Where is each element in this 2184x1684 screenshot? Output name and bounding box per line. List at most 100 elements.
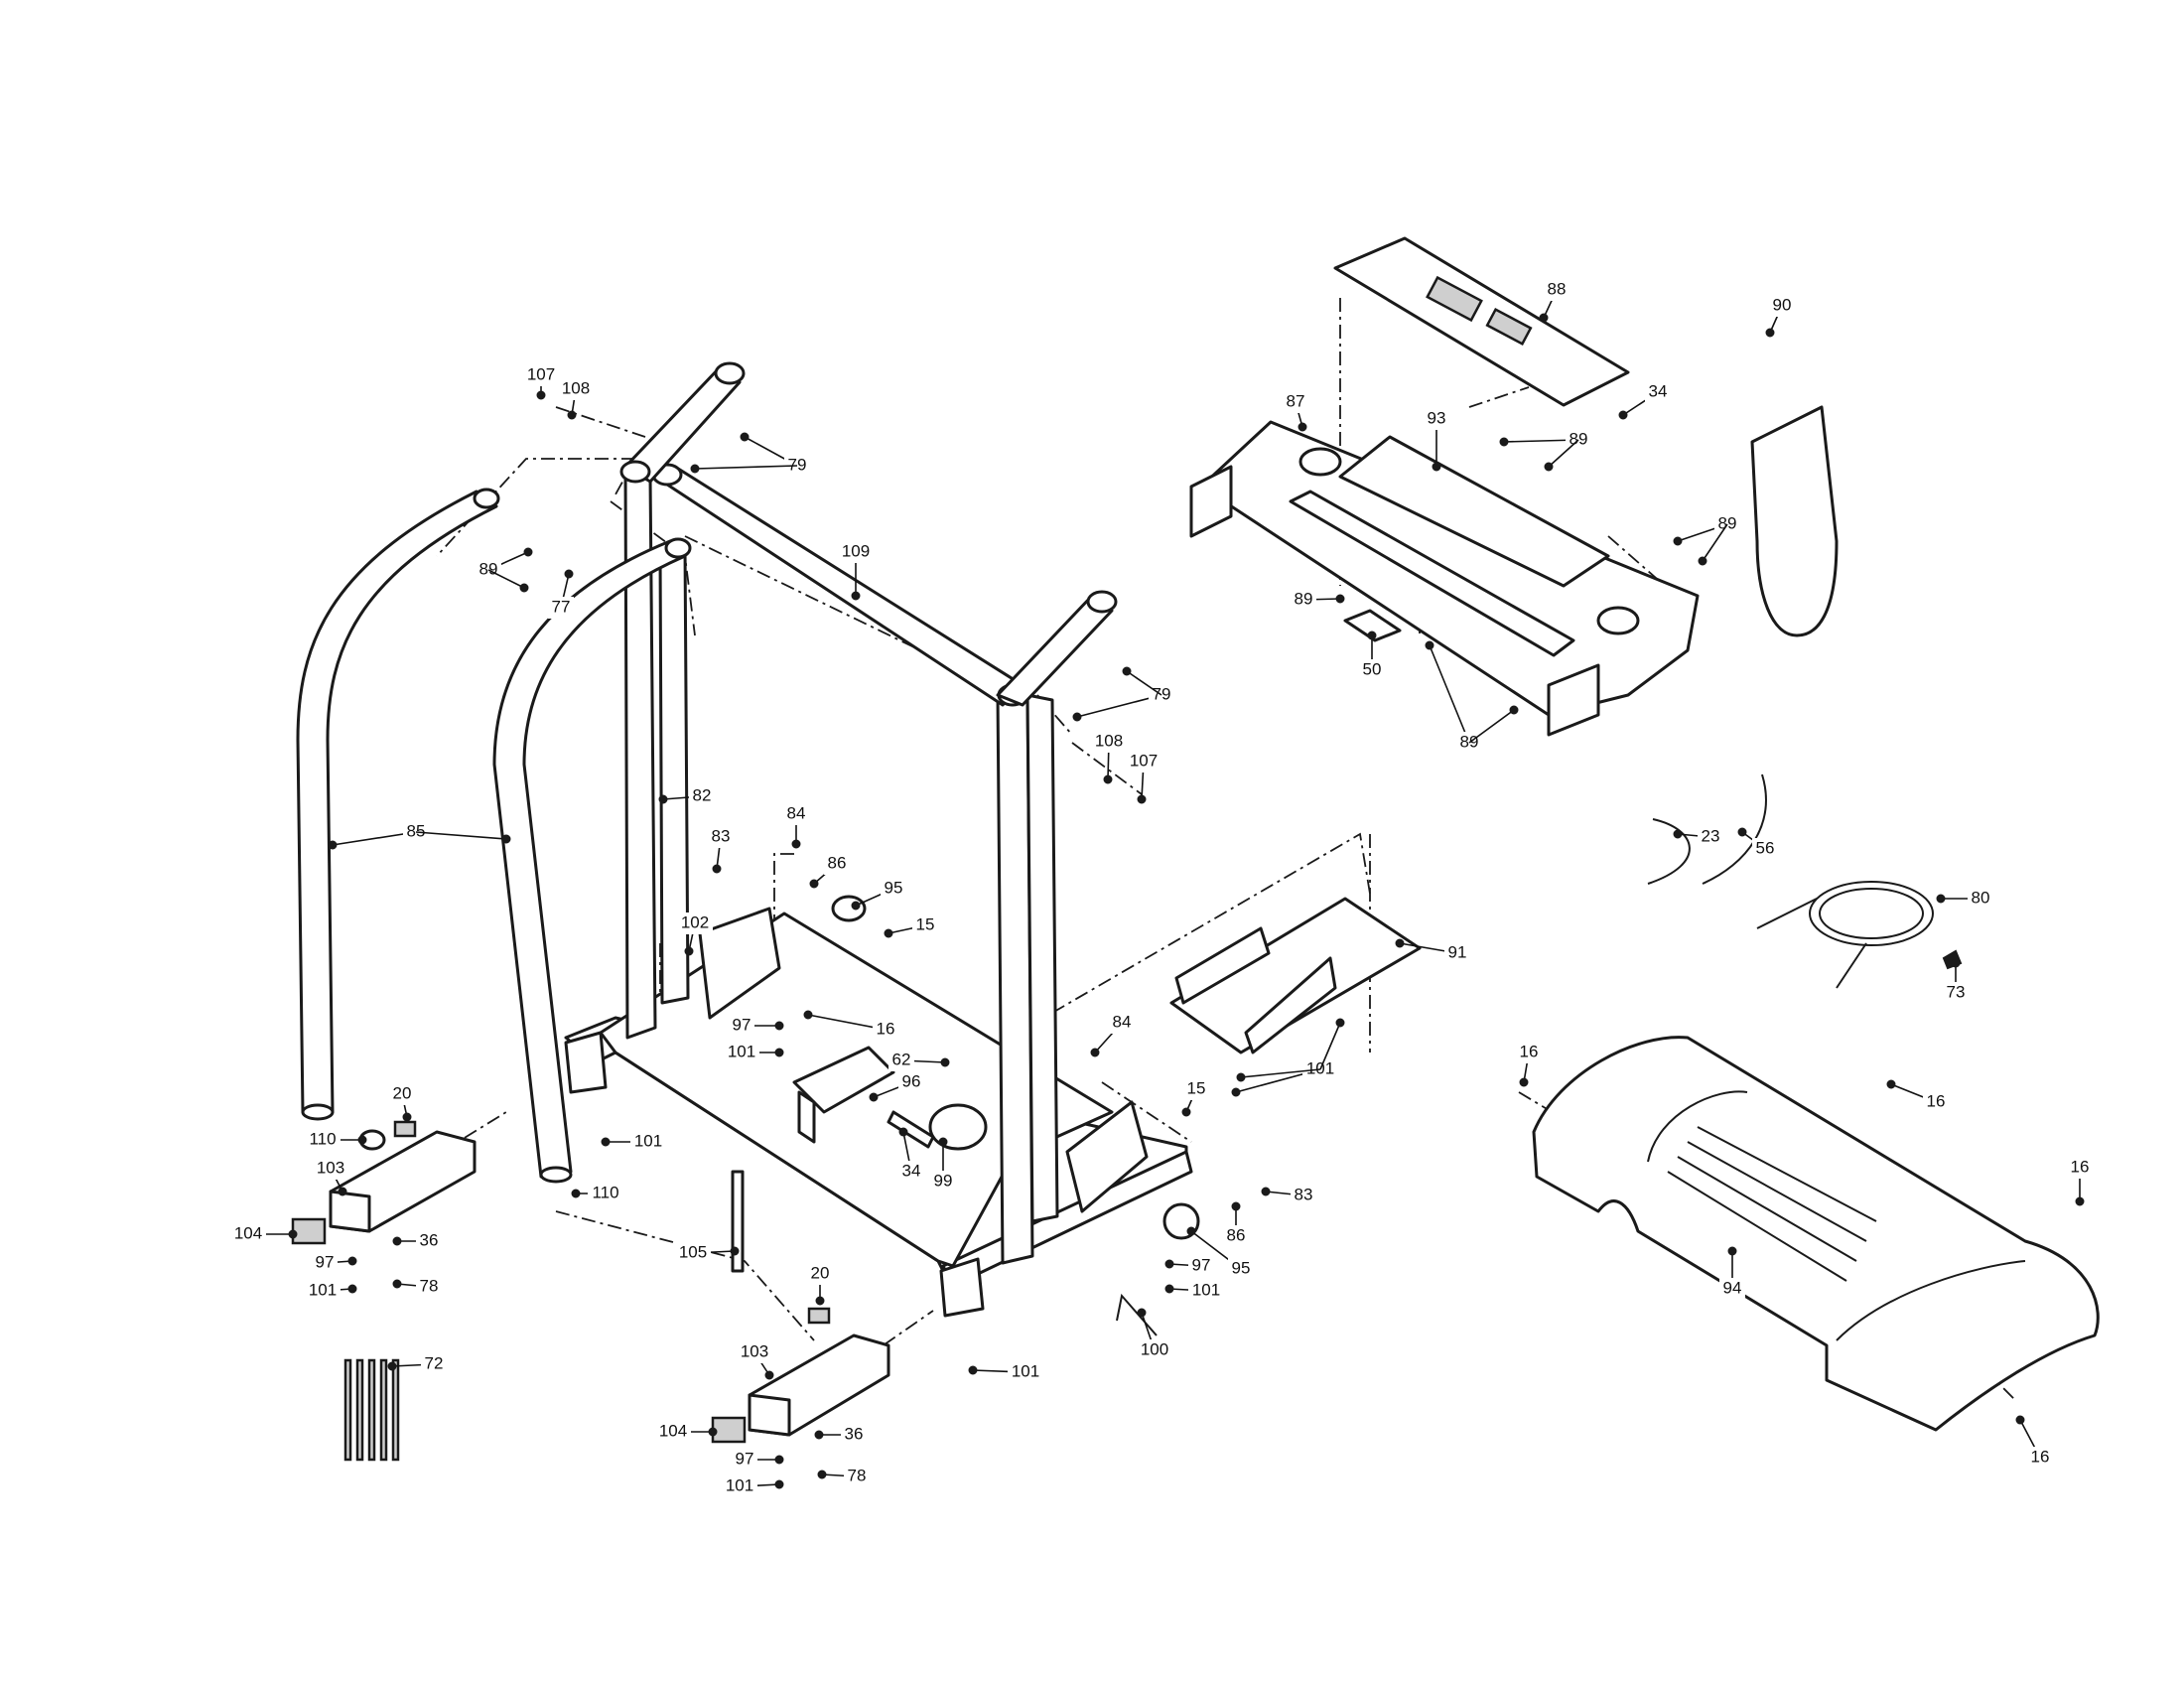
frame-small-parts: [343, 895, 1200, 1462]
fastener-c107a: [536, 390, 546, 400]
upper-rail-left-cap: [714, 361, 746, 385]
fastener-c100: [1137, 1308, 1147, 1318]
fastener-c101c: [601, 1137, 611, 1147]
wire-80-lead-a: [1756, 898, 1818, 929]
fastener-c89a2: [519, 583, 529, 593]
part-number-label-c16b: 16: [1520, 1042, 1539, 1060]
part-number-label-c100: 100: [1141, 1339, 1168, 1358]
fastener-c89c: [1673, 536, 1683, 546]
label-bg-c101f: [1188, 1280, 1224, 1302]
fastener-c87: [1297, 422, 1307, 432]
fastener-c93: [1432, 462, 1441, 472]
label-bg-c104b: [655, 1421, 691, 1443]
fastener-c89e: [1425, 640, 1434, 650]
part-number-label-c82: 82: [693, 785, 712, 804]
part-number-label-c16e: 16: [2031, 1447, 2050, 1466]
part-number-label-c20a: 20: [393, 1083, 412, 1102]
label-bg-c95b: [1228, 1258, 1254, 1280]
part-number-label-c105: 105: [679, 1242, 707, 1261]
part-number-label-c87: 87: [1287, 391, 1305, 410]
wire-80-lead-b: [1836, 942, 1867, 989]
part-number-label-c97c: 97: [736, 1449, 754, 1468]
part-number-label-c83a: 83: [712, 826, 731, 845]
fastener-c82: [658, 794, 668, 804]
leader-line-c89a2: [487, 569, 525, 589]
fastener-c101b: [347, 1284, 357, 1294]
hex-key-100: [1116, 1293, 1158, 1336]
label-bg-c99: [930, 1171, 956, 1193]
part-number-label-c20b: 20: [811, 1263, 830, 1282]
handrail-left: [296, 490, 498, 1114]
part-number-label-c97d: 97: [1192, 1255, 1211, 1274]
part-number-label-c110a: 110: [309, 1129, 336, 1148]
label-bg-c95a: [881, 878, 906, 900]
upper-rail-right: [996, 594, 1114, 707]
fastener-c20a: [402, 1112, 412, 1122]
part-number-label-c78b: 78: [848, 1466, 867, 1484]
label-bg-c23: [1698, 826, 1723, 848]
fastener-c97d: [1164, 1259, 1174, 1269]
handrail-right-cap-bottom: [539, 1166, 573, 1184]
fastener-c108a: [567, 410, 577, 420]
label-bg-c84b: [1109, 1012, 1135, 1034]
label-bg-c36b: [841, 1424, 867, 1446]
handrail-right-cap-top: [664, 537, 692, 559]
part-number-label-c108b: 108: [1095, 731, 1123, 750]
fastener-c73: [1951, 958, 1961, 968]
fastener-c103a: [338, 1187, 347, 1196]
label-bg-c105: [675, 1242, 711, 1264]
part-number-label-c79a: 79: [788, 455, 807, 474]
label-bg-c101d: [722, 1475, 757, 1497]
part-number-label-c109: 109: [842, 541, 870, 560]
fastener-c91: [1395, 938, 1405, 948]
wire-coil-80: [1809, 881, 1934, 946]
label-bg-c78b: [844, 1466, 870, 1487]
leader-line-c89c2: [1702, 523, 1728, 562]
part-number-label-c15b: 15: [1187, 1078, 1206, 1097]
label-bg-c101g: [1008, 1361, 1043, 1383]
part-number-label-c78a: 78: [420, 1276, 439, 1295]
part-number-label-c95a: 95: [885, 878, 903, 897]
part-number-label-c94: 94: [1723, 1278, 1742, 1297]
part-number-label-c83b: 83: [1295, 1185, 1313, 1203]
leader-line-c101e3: [1240, 1068, 1321, 1078]
hood-body: [1532, 1036, 2100, 1432]
leader-line-c79b2: [1126, 670, 1162, 696]
bolt-72-1: [343, 1358, 352, 1462]
label-bg-c110b: [588, 1183, 623, 1204]
fastener-c101a: [774, 1048, 784, 1057]
label-bg-c82: [689, 785, 715, 807]
fastener-c34a: [898, 1127, 908, 1137]
leader-line-c79a2: [694, 465, 798, 470]
handrails-85: [296, 488, 692, 1184]
fastener-c89e2: [1509, 705, 1519, 715]
part-number-label-c86b: 86: [1227, 1225, 1246, 1244]
label-bg-c16a: [873, 1019, 898, 1041]
console-side-right: [1547, 663, 1600, 737]
part-number-label-c89c: 89: [1718, 513, 1737, 532]
fastener-c108b: [1103, 774, 1113, 784]
fastener-c94: [1727, 1246, 1737, 1256]
fastener-c16b: [1519, 1077, 1529, 1087]
part-number-label-c88: 88: [1548, 279, 1567, 298]
fastener-c83a: [712, 864, 722, 874]
fastener-c56: [1737, 827, 1747, 837]
fastener-c101d: [774, 1479, 784, 1489]
bracket-50: [1343, 609, 1402, 642]
part-number-label-c107a: 107: [527, 364, 555, 383]
label-bg-c97d: [1188, 1255, 1214, 1277]
label-bg-c104a: [230, 1223, 266, 1245]
part-number-label-c103b: 103: [741, 1341, 768, 1360]
label-bg-c83a: [708, 826, 734, 848]
part-number-label-c101b: 101: [309, 1280, 337, 1299]
fastener-c84a: [791, 839, 801, 849]
part-number-label-c84b: 84: [1113, 1012, 1132, 1031]
incline-bracket-left: [698, 907, 781, 1020]
fastener-c89b2: [1544, 462, 1554, 472]
fastener-c101e3: [1236, 1072, 1246, 1082]
tray-wall-right: [1244, 956, 1337, 1054]
part-number-label-c107b: 107: [1130, 751, 1158, 770]
part-number-label-c101f: 101: [1192, 1280, 1220, 1299]
fastener-c101g: [968, 1365, 978, 1375]
fastener-c80: [1936, 894, 1946, 904]
